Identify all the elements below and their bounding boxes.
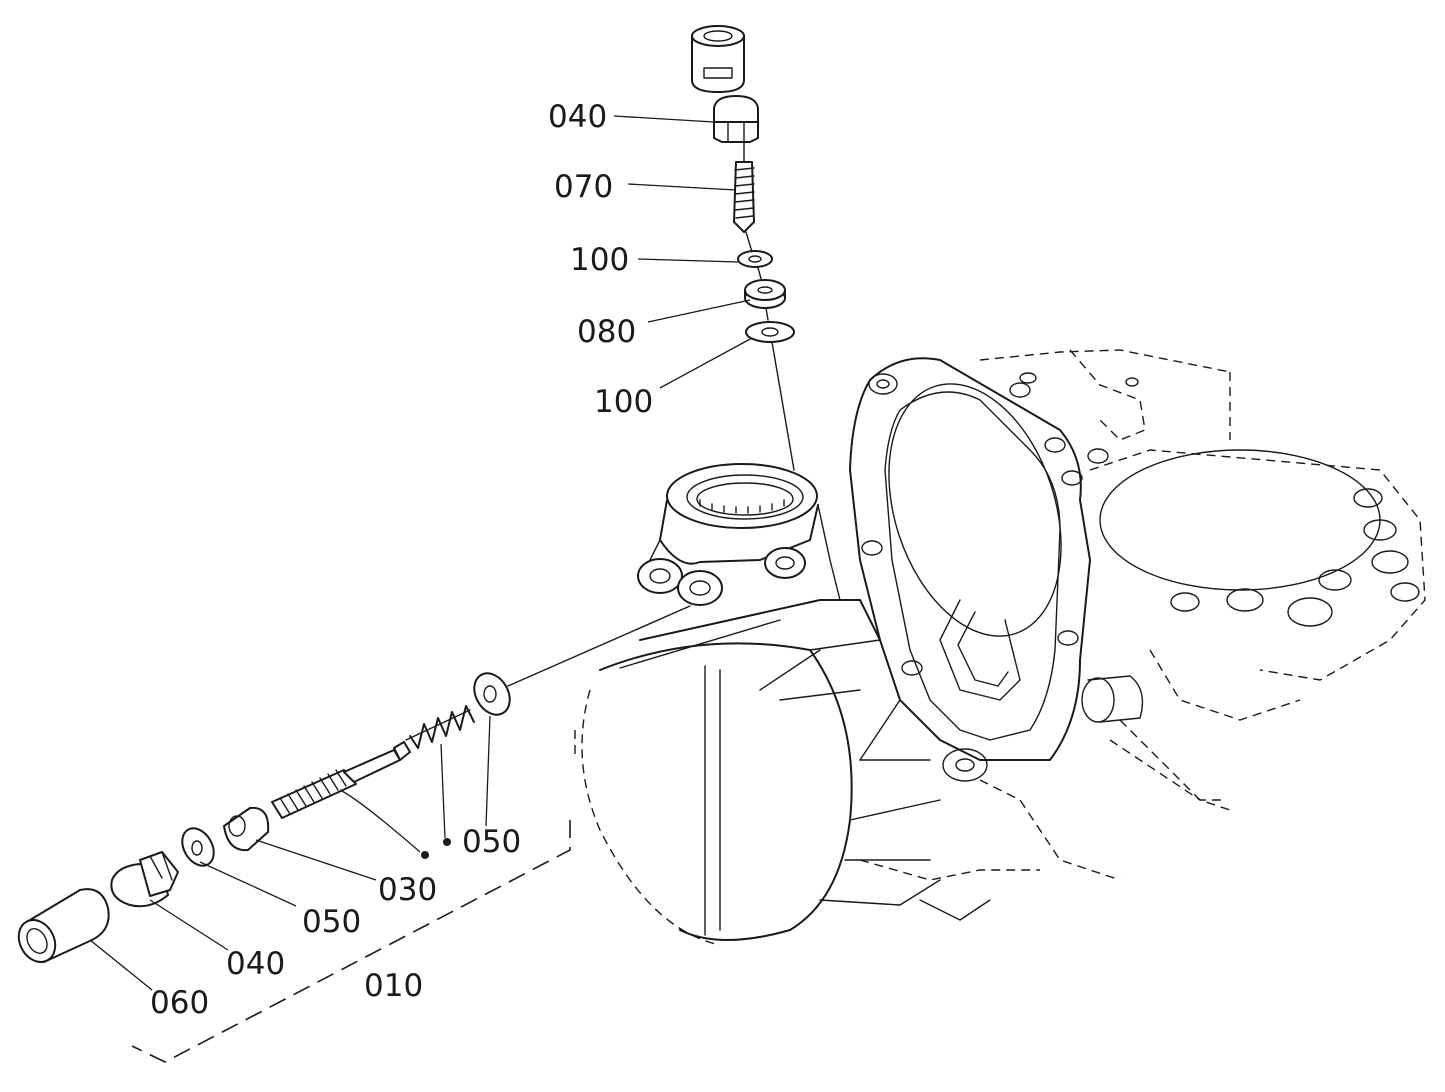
engine-housing [574, 349, 1426, 946]
label-040-top: 040 [548, 99, 607, 135]
spring [405, 705, 475, 749]
label-100-a: 100 [570, 242, 629, 278]
threaded-shaft [271, 741, 411, 819]
top-parts-stack [691, 25, 795, 471]
spacer-080 [744, 279, 786, 321]
cap-060 [17, 888, 110, 964]
nut-040-bottom [110, 851, 179, 908]
label-040-bottom: 040 [226, 946, 285, 982]
nut-030 [223, 806, 270, 852]
washer-050-left [181, 827, 215, 867]
label-080: 080 [577, 314, 636, 350]
leader-lines [89, 115, 753, 991]
label-030: 030 [378, 872, 437, 908]
assembly-bracket-010 [131, 820, 571, 1063]
bolt-070 [733, 141, 755, 253]
washer-100-b [745, 321, 795, 471]
part-labels: 040 070 100 080 100 050 030 050 040 010 … [150, 99, 653, 1021]
nut-040-top [713, 95, 759, 143]
label-060: 060 [150, 985, 209, 1021]
washer-050-right [473, 605, 691, 716]
label-070: 070 [554, 169, 613, 205]
ref-dot-030 [421, 851, 429, 859]
label-100-b: 100 [594, 384, 653, 420]
cap-top [691, 25, 745, 93]
label-010: 010 [364, 968, 423, 1004]
label-050-right: 050 [462, 824, 521, 860]
ref-dot-050 [443, 838, 451, 846]
washer-100-a [737, 250, 773, 283]
left-parts-stack [17, 605, 691, 964]
label-050-left: 050 [302, 904, 361, 940]
